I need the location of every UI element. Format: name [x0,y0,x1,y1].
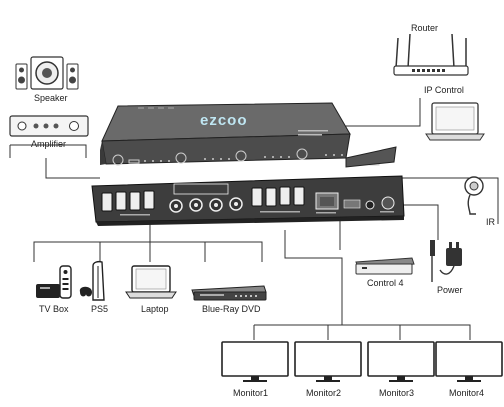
ip-control-label: IP Control [424,85,464,95]
power-cable [392,204,439,240]
monitor-icon [435,341,503,382]
ip-control-laptop-icon [425,102,485,141]
ir-receiver-icon [464,176,484,215]
monitor-bus [254,324,471,340]
brand-logo: ezcoo [200,112,248,129]
monitor-label: Monitor2 [306,388,342,398]
matrix-switch-rear [91,175,405,226]
tv-box-icon [36,265,72,299]
speaker-icon [15,56,79,90]
ps5-icon [79,260,105,301]
ps5-label: PS5 [91,304,109,314]
router-to-switch-cable [345,98,421,127]
ir-cable [400,177,499,224]
ir-label: IR [486,217,495,227]
monitor-label: Monitor1 [233,388,269,398]
control4-icon [355,257,415,275]
amplifier-label: Amplifier [31,139,67,149]
tv-box-label: TV Box [39,304,69,314]
monitor-icon [221,341,289,382]
monitor-icon [294,341,362,382]
monitor-label: Monitor3 [379,388,415,398]
power-label: Power [437,285,463,295]
laptop-icon [125,265,177,299]
monitor-label: Monitor4 [449,388,485,398]
monitor-trunk [284,230,343,325]
matrix-switch-top [100,102,397,168]
bluray-label: Blue-Ray DVD [202,304,261,314]
laptop-label: Laptop [141,304,169,314]
speaker-label: Speaker [34,93,68,103]
amplifier-cable [45,158,100,179]
router-icon [393,33,469,76]
monitor-icon [367,341,435,382]
source-bus-left [33,218,151,262]
control4-label: Control 4 [367,278,404,288]
router-label: Router [411,23,439,33]
source-bus-right [150,241,263,262]
power-adapter-icon [430,240,462,282]
connection-lines [33,98,499,340]
bluray-player-icon [191,285,267,301]
amplifier-icon [9,115,89,158]
